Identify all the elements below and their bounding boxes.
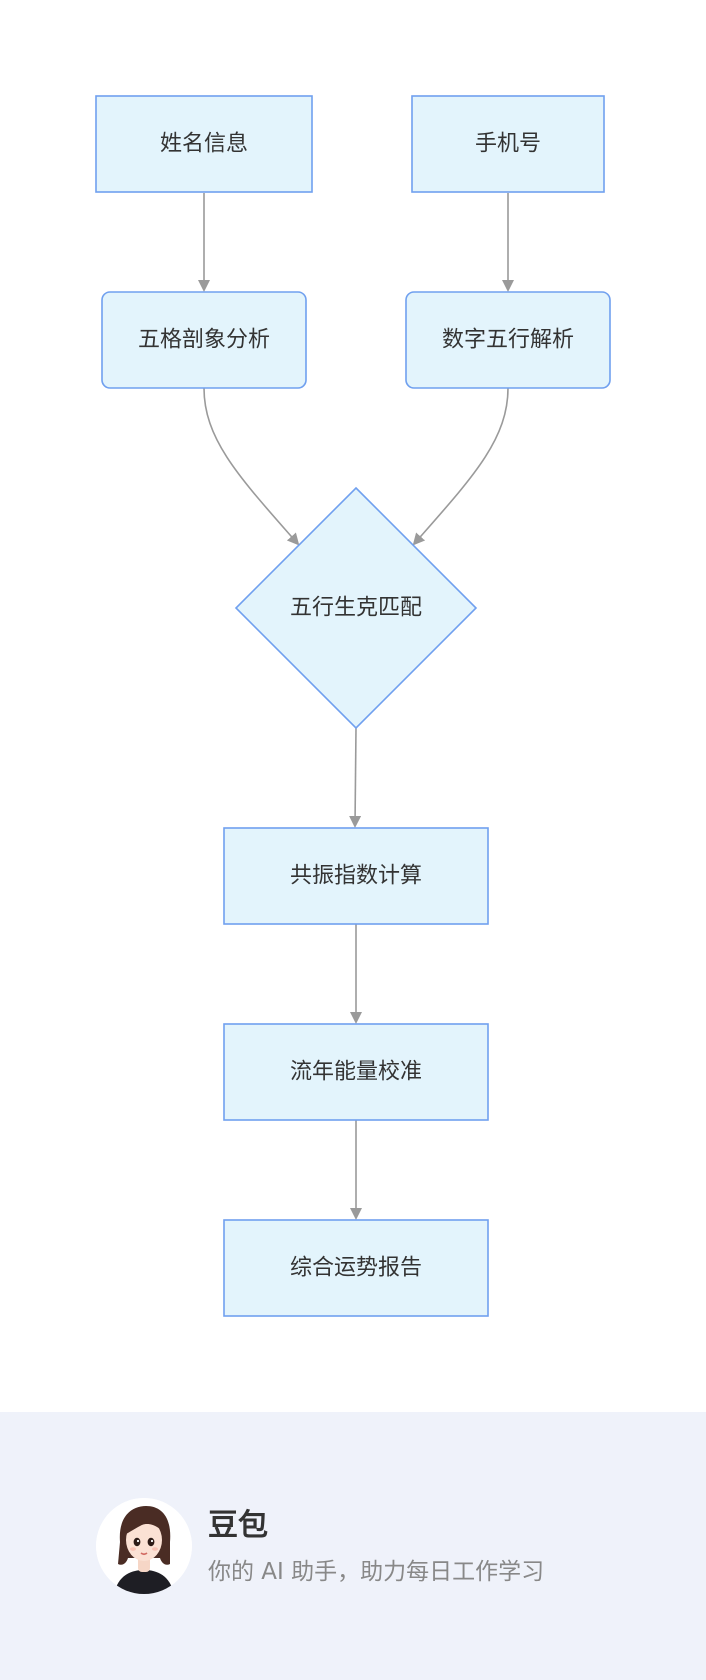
label-five-elements-match: 五行生克匹配: [290, 596, 422, 621]
node-fortune-report: [223, 1219, 489, 1317]
flowchart: 姓名信息 手机号 五格剖象分析 数字五行解析 五行生克匹配 共振指数计算 流年能…: [95, 95, 611, 1317]
label-name-info: 姓名信息: [160, 132, 248, 157]
node-five-grid-analysis: [101, 291, 307, 389]
edge-match-to-resonance: [349, 727, 362, 828]
node-name-info: [95, 95, 313, 193]
label-phone-number: 手机号: [475, 132, 541, 157]
label-fortune-report: 综合运势报告: [290, 1256, 422, 1281]
label-five-grid-analysis: 五格剖象分析: [138, 328, 270, 353]
node-annual-energy: [223, 1023, 489, 1121]
label-annual-energy: 流年能量校准: [290, 1060, 422, 1085]
node-five-elements-match: [234, 486, 478, 730]
brand-name: 豆包: [208, 1508, 268, 1543]
node-digit-five-elements: [405, 291, 611, 389]
edge-five-grid-to-match: [203, 387, 300, 546]
brand-tagline: 你的 AI 助手，助力每日工作学习: [208, 1559, 545, 1585]
avatar: [96, 1498, 192, 1594]
edge-digit-to-match: [412, 387, 509, 546]
node-resonance-index: [223, 827, 489, 925]
node-phone-number: [411, 95, 605, 193]
label-digit-five-elements: 数字五行解析: [442, 328, 574, 353]
label-resonance-index: 共振指数计算: [290, 864, 422, 889]
